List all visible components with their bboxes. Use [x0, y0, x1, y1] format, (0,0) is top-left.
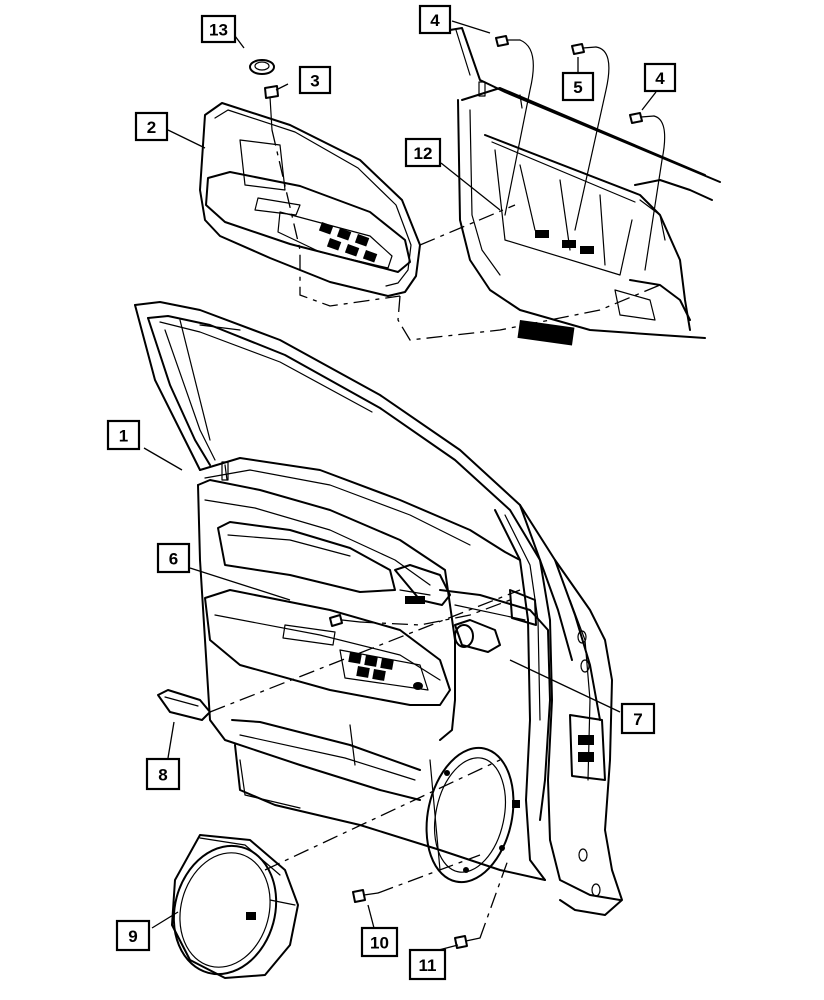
screw-part-11	[454, 935, 481, 949]
callout-11: 11	[408, 948, 447, 981]
svg-text:10: 10	[370, 934, 389, 953]
callout-9: 9	[115, 919, 151, 952]
callout-4b: 4	[643, 62, 677, 93]
grommet-part	[249, 59, 275, 75]
screw-part-4a	[495, 35, 521, 47]
callout-1: 1	[106, 419, 141, 451]
svg-text:6: 6	[169, 550, 178, 569]
callout-10: 10	[360, 926, 399, 958]
screw-part-5	[571, 43, 597, 55]
screw-part-10	[352, 889, 379, 903]
pull-cup-part	[157, 689, 211, 721]
callout-13: 13	[200, 14, 237, 44]
svg-text:11: 11	[419, 956, 437, 975]
screw-part-4b	[629, 112, 655, 124]
callout-3: 3	[298, 65, 332, 95]
svg-text:1: 1	[119, 427, 128, 446]
callout-12: 12	[404, 137, 442, 168]
svg-text:12: 12	[414, 144, 433, 163]
svg-text:13: 13	[209, 21, 228, 40]
callout-8: 8	[145, 757, 181, 791]
svg-text:4: 4	[655, 69, 665, 88]
svg-text:5: 5	[573, 78, 582, 97]
door-inner-frame-inset	[449, 27, 721, 346]
svg-text:9: 9	[128, 927, 137, 946]
switch-bezel-panel	[199, 102, 421, 297]
svg-text:4: 4	[430, 11, 440, 30]
speaker-grille-part	[171, 834, 299, 979]
svg-text:3: 3	[310, 72, 319, 91]
svg-text:8: 8	[158, 766, 167, 785]
svg-text:7: 7	[633, 710, 642, 729]
callout-7: 7	[620, 702, 656, 735]
front-door-assembly	[134, 301, 623, 916]
callout-6: 6	[156, 542, 191, 574]
svg-text:2: 2	[147, 118, 156, 137]
screw-part-3	[264, 85, 279, 131]
callout-5: 5	[561, 71, 595, 102]
callout-2: 2	[134, 111, 169, 142]
callout-4a: 4	[418, 4, 452, 35]
